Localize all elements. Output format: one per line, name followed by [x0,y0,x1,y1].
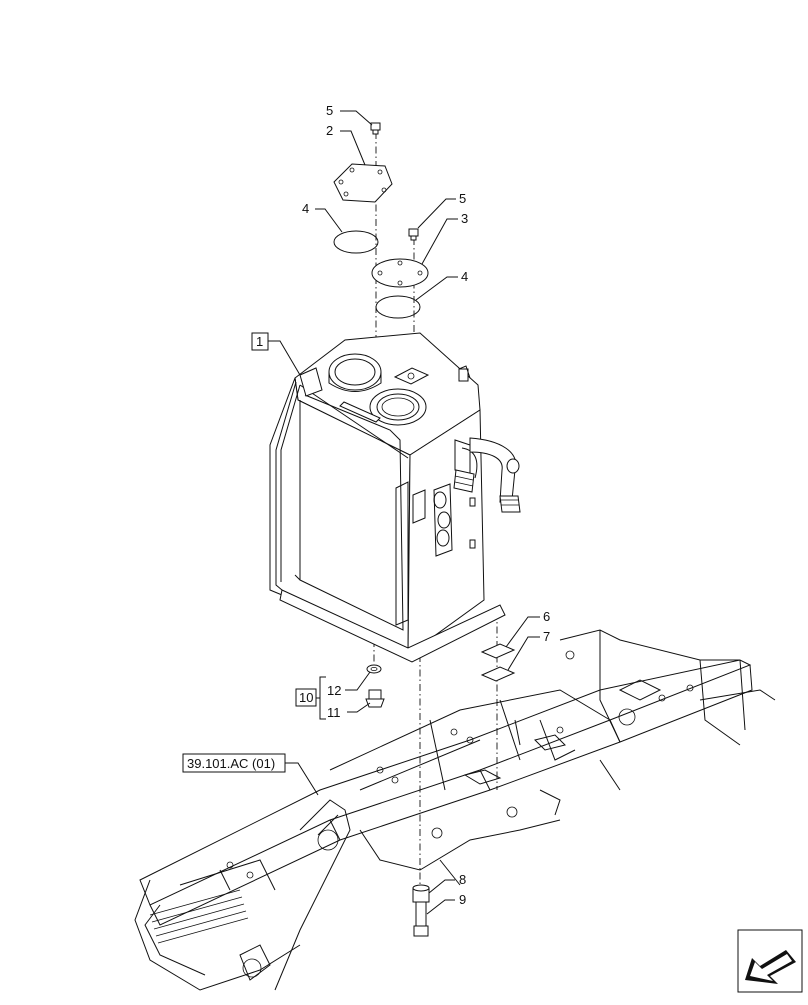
callout-3: 3 [461,211,468,226]
reference-box[interactable]: 39.101.AC (01) [182,753,286,773]
callout-10-box: 10 [295,688,317,707]
callout-2: 2 [326,123,333,138]
hydraulic-tank [269,332,521,663]
callout-4a: 4 [302,201,309,216]
callout-8: 8 [459,872,466,887]
callout-5a: 5 [326,103,333,118]
callout-5b: 5 [459,191,466,206]
arrow-left-icon[interactable] [737,929,803,993]
bolt-5a [370,122,381,135]
o-ring-4a [333,230,379,254]
cover-plate-2 [333,163,393,203]
shim-7 [480,666,516,682]
callout-9: 9 [459,892,466,907]
rail-holes [226,684,694,879]
chassis-frame [134,629,776,991]
callout-1-box: 1 [251,332,269,351]
bolt-9 [413,901,429,937]
callout-10: 10 [299,690,313,705]
callout-4b: 4 [461,269,468,284]
o-ring-4b [375,295,421,319]
shim-6 [480,643,516,659]
leader-lines [268,110,540,915]
callout-12: 12 [327,683,341,698]
callout-11: 11 [327,705,341,720]
hose-end-right [499,495,521,513]
hose-end-left [453,469,475,493]
cover-plate-3 [371,258,429,288]
reference-link[interactable]: 39.101.AC (01) [187,756,275,771]
washer-12 [366,664,382,674]
callout-7: 7 [543,629,550,644]
step-grating [149,889,249,944]
callout-labels: 5 2 4 5 3 4 6 7 12 11 8 9 [302,103,550,907]
bolt-5b [408,228,419,241]
bushing-8 [412,884,430,903]
callout-1: 1 [256,334,263,349]
tank-fittings [433,483,476,557]
callout-6: 6 [543,609,550,624]
